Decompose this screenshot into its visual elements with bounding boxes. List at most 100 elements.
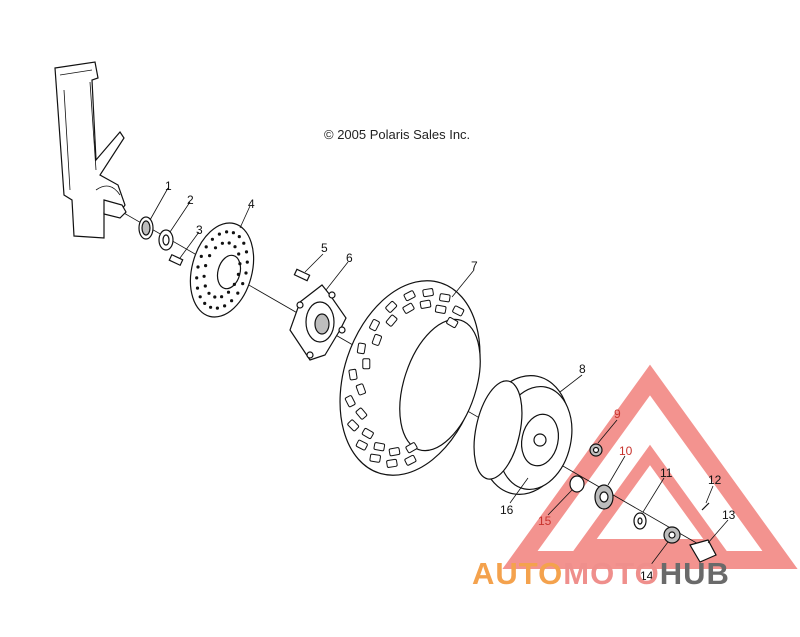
tread-block [419,299,432,309]
tread-block [344,395,356,408]
disc-vent-hole [238,262,242,266]
callout-11: 11 [660,466,673,480]
disc-vent-hole [204,245,208,249]
tread-block [388,447,401,457]
part-1-seal [138,216,154,240]
part-3-bolt [168,253,184,267]
part-4-brake-disc [189,222,255,318]
callout-12: 12 [708,473,722,487]
callout-1: 1 [165,179,172,193]
disc-vent-hole [244,271,248,275]
watermark-logo: AUTOMOTOHUB [472,556,730,592]
disc-vent-hole [210,237,214,241]
disc-vent-hole [209,305,213,309]
callout-5: 5 [321,241,328,255]
tread-block [385,314,398,327]
tread-block [386,458,398,468]
tread-block [371,333,382,346]
tread-block [355,439,368,451]
tread-block [362,358,371,370]
callout-16: 16 [500,503,514,517]
leader-lines [149,187,729,567]
tread-block [373,442,386,452]
disc-vent-hole [195,286,200,290]
tread-block [355,383,366,396]
watermark-triangle [502,364,798,569]
part-15-spacer [569,475,585,493]
callout-6: 6 [346,251,353,265]
disc-vent-hole [220,295,224,299]
callout-9: 9 [614,407,621,421]
part-5-bolt [293,268,311,282]
part-12-cotter-pin [701,502,710,511]
disc-vent-hole [195,276,199,280]
callout-14: 14 [640,569,654,583]
part-7-tire [339,280,481,476]
tread-block [403,290,416,302]
tread-block [452,305,465,317]
disc-vent-hole [236,291,240,295]
part-8-wheel-rim [473,375,573,495]
callout-15: 15 [538,514,552,528]
disc-vent-hole [208,254,212,258]
tread-block [356,342,366,355]
disc-vent-hole [203,284,207,288]
disc-vent-hole [204,264,208,268]
disc-vent-hole [227,241,231,245]
disc-vent-hole [198,295,202,299]
disc-vent-hole [230,299,234,303]
disc-vent-hole [226,290,231,294]
disc-vent-hole [225,230,229,234]
disc-vent-hole [241,282,245,286]
part-9-nut [589,443,603,457]
disc-vent-hole [237,252,241,256]
tread-block [347,419,360,432]
spindle-knuckle [54,61,127,239]
callout-2: 2 [187,193,194,207]
tread-block [385,301,398,313]
disc-vent-hole [245,260,249,264]
callout-3: 3 [196,223,203,237]
part-6-hub [289,284,347,361]
part-14-castle-nut [663,526,681,544]
part-13-cap [689,539,717,563]
tread-block [361,428,374,439]
callout-8: 8 [579,362,586,376]
callout-7: 7 [471,259,478,273]
disc-vent-hole [232,282,236,286]
tread-block [355,407,368,420]
part-11-washer [633,512,647,530]
disc-vent-hole [203,301,207,305]
disc-vent-hole [220,241,224,245]
disc-vent-hole [213,295,217,299]
callout-4: 4 [248,197,255,211]
disc-vent-hole [242,241,246,245]
disc-vent-hole [213,246,218,250]
disc-vent-hole [217,232,221,236]
watermark-hub: HUB [659,556,730,591]
disc-vent-hole [207,291,211,295]
tread-block [439,293,451,303]
tread-block [404,454,417,466]
watermark-moto: MOTO [563,556,660,591]
tread-block [422,288,434,298]
disc-vent-hole [215,306,219,310]
tread-block [369,453,381,463]
copyright-notice: © 2005 Polaris Sales Inc. [324,127,471,142]
callout-10: 10 [619,444,633,458]
tread-block [405,442,418,454]
disc-vent-hole [236,272,240,276]
disc-vent-hole [244,250,249,254]
watermark-auto: AUTO [472,556,564,591]
tread-block [369,319,380,332]
disc-vent-hole [233,245,237,249]
tread-block [434,304,447,314]
disc-vent-hole [231,231,235,235]
part-2-bearing [158,229,174,251]
part-10-bushing [594,484,614,510]
disc-vent-hole [237,235,241,239]
tread-block [446,317,459,328]
disc-vent-hole [199,254,203,258]
callout-13: 13 [722,508,736,522]
